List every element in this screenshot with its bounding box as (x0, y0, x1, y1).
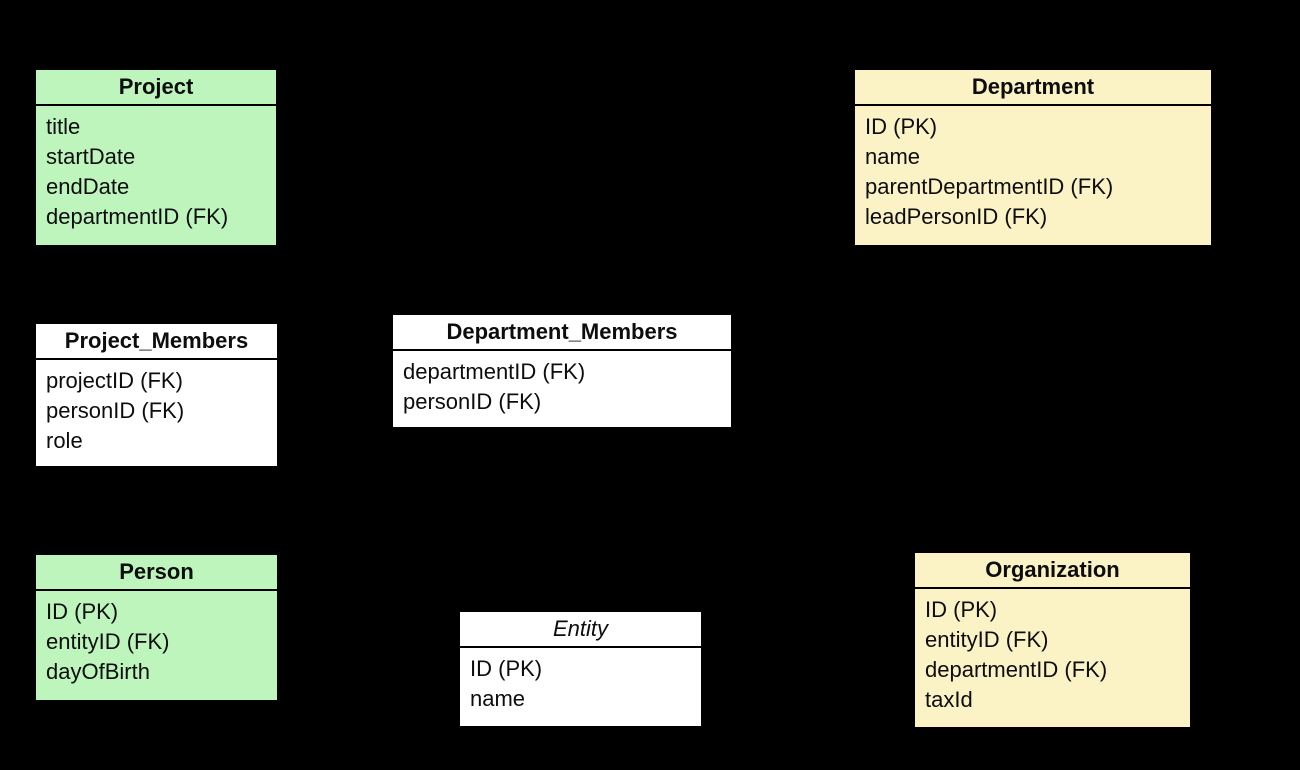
attribute-row: role (46, 428, 83, 453)
attribute-row: ID (PK) (865, 114, 938, 139)
attribute-row: personID (FK) (403, 389, 542, 414)
attribute-row: departmentID (FK) (403, 359, 586, 384)
attribute-row: entityID (FK) (925, 627, 1049, 652)
table-attributes-person: ID (PK) entityID (FK) dayOfBirth (36, 591, 277, 691)
attribute-row: name (470, 686, 526, 711)
table-attributes-department-members: departmentID (FK) personID (FK) (393, 351, 731, 421)
attribute-row: parentDepartmentID (FK) (865, 174, 1114, 199)
table-title-organization: Organization (915, 553, 1190, 589)
attribute-row: departmentID (FK) (925, 657, 1108, 682)
attribute-row: leadPersonID (FK) (865, 204, 1048, 229)
table-attributes-project-members: projectID (FK) personID (FK) role (36, 360, 277, 460)
attribute-row: entityID (FK) (46, 629, 170, 654)
table-department: Department ID (PK) name parentDepartmentID … (853, 68, 1213, 247)
table-title-person: Person (36, 555, 277, 591)
attribute-row: name (865, 144, 921, 169)
attribute-row: title (46, 114, 81, 139)
attribute-row: ID (PK) (470, 656, 543, 681)
table-project-members: Project_Members projectID (FK) personID (F… (34, 322, 279, 468)
attribute-row: ID (PK) (46, 599, 119, 624)
attribute-row: projectID (FK) (46, 368, 183, 393)
table-title-department: Department (855, 70, 1211, 106)
table-title-project-members: Project_Members (36, 324, 277, 360)
table-attributes-entity: ID (PK) name (460, 648, 701, 718)
attribute-row: taxId (925, 687, 973, 712)
attribute-row: endDate (46, 174, 130, 199)
table-title-entity: Entity (460, 612, 701, 648)
table-department-members: Department_Members departmentID (FK) perso… (391, 313, 733, 429)
table-project: Project title startDate endDate departmentID… (34, 68, 278, 247)
attribute-row: personID (FK) (46, 398, 185, 423)
attribute-row: startDate (46, 144, 136, 169)
table-title-project: Project (36, 70, 276, 106)
table-attributes-project: title startDate endDate departmentID (FK) (36, 106, 276, 236)
table-title-department-members: Department_Members (393, 315, 731, 351)
table-attributes-department: ID (PK) name parentDepartmentID (FK) leadPe… (855, 106, 1211, 236)
attribute-row: departmentID (FK) (46, 204, 229, 229)
table-attributes-organization: ID (PK) entityID (FK) departmentID (FK) tax… (915, 589, 1190, 719)
table-person: Person ID (PK) entityID (FK) dayOfBirth (34, 553, 279, 702)
attribute-row: dayOfBirth (46, 659, 150, 684)
table-entity: Entity ID (PK) name (458, 610, 703, 728)
table-organization: Organization ID (PK) entityID (FK) departme… (913, 551, 1192, 729)
attribute-row: ID (PK) (925, 597, 998, 622)
